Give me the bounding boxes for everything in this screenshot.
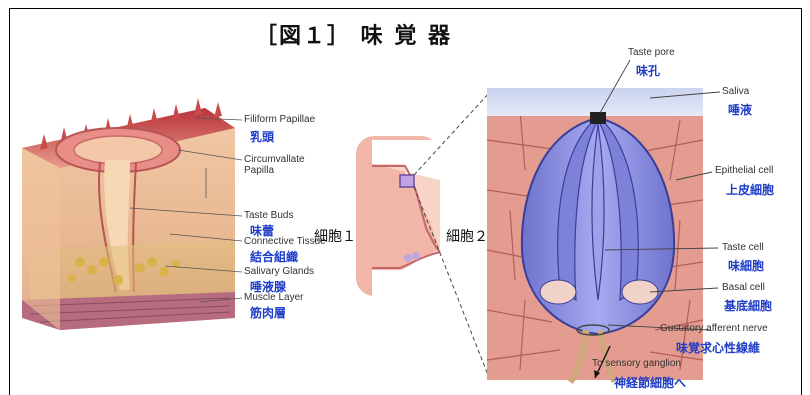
label-taste-cell-jp: 味細胞	[728, 257, 764, 274]
label-epithelial-cell-jp: 上皮細胞	[726, 181, 774, 198]
label-taste-pore-jp: 味孔	[636, 62, 660, 79]
label-salivary-glands: Salivary Glands	[244, 266, 314, 277]
label-to-sensory-ganglion-jp: 神経節細胞へ	[614, 374, 686, 391]
label-saliva-jp: 唾液	[728, 101, 752, 118]
label-taste-pore: Taste pore	[628, 47, 675, 58]
label-saliva: Saliva	[722, 86, 749, 97]
label-filiform-papillae-jp: 乳頭	[250, 128, 274, 145]
label-gustatory-afferent-nerve-jp: 味覚求心性線維	[676, 339, 760, 356]
label-to-sensory-ganglion: To sensory ganglion	[592, 358, 681, 369]
tongue-section-illustration	[22, 98, 235, 330]
label-muscle-layer-jp: 筋肉層	[250, 304, 286, 321]
label-cell-1: 細胞１	[314, 226, 356, 246]
label-connective-tissue-jp: 結合組織	[250, 248, 298, 265]
label-basal-cell: Basal cell	[722, 282, 765, 293]
label-cell-2: 細胞２	[446, 226, 488, 246]
label-muscle-layer: Muscle Layer	[244, 292, 303, 303]
label-filiform-papillae: Filiform Papillae	[244, 114, 315, 125]
label-basal-cell-jp: 基底細胞	[724, 297, 772, 314]
label-circumvallate-papilla: Circumvallate Papilla	[244, 154, 305, 176]
label-taste-buds: Taste Buds	[244, 210, 293, 221]
label-gustatory-afferent-nerve: Gustatory afferent nerve	[660, 323, 768, 334]
label-epithelial-cell: Epithelial cell	[715, 165, 773, 176]
label-taste-cell: Taste cell	[722, 242, 764, 253]
taste-bud-illustration	[487, 88, 703, 382]
